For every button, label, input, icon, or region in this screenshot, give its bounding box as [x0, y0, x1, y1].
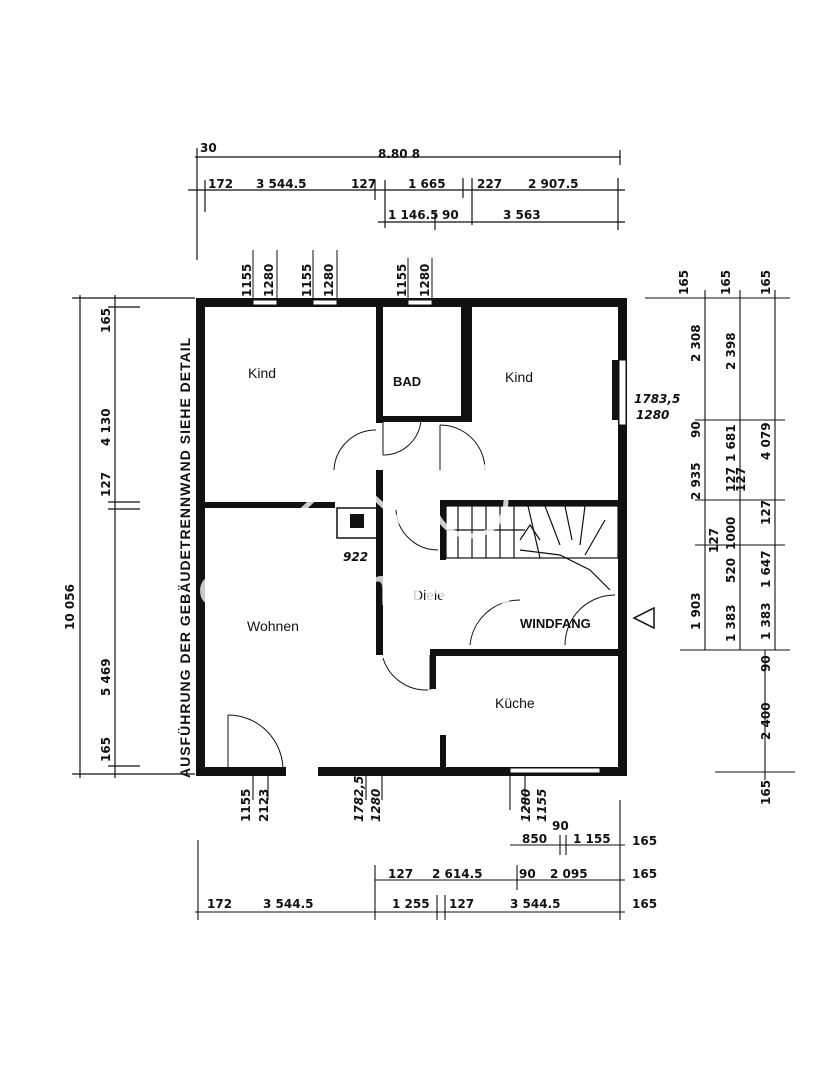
right-header-3: 165 [759, 270, 773, 295]
window-dim-3: 1155 [300, 264, 314, 297]
window-dim-1: 1155 [240, 264, 254, 297]
window-dim-2: 1280 [262, 264, 276, 297]
left-dim-3: 127 [99, 472, 113, 497]
left-dim-2: 4 130 [99, 408, 113, 446]
partition-wall-note: AUSFÜHRUNG DER GEBÄUDETRENNWAND SIEHE DE… [177, 337, 193, 778]
right-header-2: 165 [719, 270, 733, 295]
right-col1-dim-8: 90 [759, 655, 773, 672]
right-col2-dim-1: 2 398 [724, 332, 738, 370]
window-dim-6: 1280 [418, 264, 432, 297]
left-total-dim: 10 056 [63, 584, 77, 630]
right-col1-dim-7: 1 903 [689, 592, 703, 630]
interior-walls [205, 305, 625, 770]
right-col3-dim-3: 1 647 [759, 550, 773, 588]
room-bad: BAD [393, 374, 421, 389]
right-col2-dim-4: 1000 [724, 517, 738, 550]
right-col2-dim-3: 127 [724, 467, 738, 492]
bottom-r3-dim-5: 3 544.5 [510, 897, 560, 911]
top-offset-dim: 30 [200, 141, 217, 155]
sink-icon [350, 514, 364, 528]
right-col2-dim-5: 1 383 [759, 602, 773, 640]
right-window-dim-2: 1280 [636, 408, 669, 422]
right-col1-dim-10: 165 [759, 780, 773, 805]
top-dim-5: 227 [477, 177, 502, 191]
bottom-window-dim-3: 1782,5 [352, 776, 366, 822]
right-col1-dim-9: 2 400 [759, 702, 773, 740]
bottom-r2-dim-1: 127 [388, 867, 413, 881]
bottom-r3-dim-1: 172 [207, 897, 232, 911]
watermark-logo-icon [268, 461, 509, 542]
bottom-r1-dim-4: 165 [632, 834, 657, 848]
right-col3-dim-4: 127 [759, 500, 773, 525]
bottom-r3-dim-2: 3 544.5 [263, 897, 313, 911]
top-dim-4: 1 665 [408, 177, 446, 191]
left-dimension-lines [72, 295, 195, 778]
room-kind-left: Kind [248, 365, 276, 381]
watermark: ohne-makler [198, 557, 519, 617]
bottom-window-dim-2: 2123 [257, 789, 271, 822]
room-windfang: WINDFANG [520, 616, 591, 631]
bottom-window-dim-6: 1155 [535, 789, 549, 822]
kitchen-tag: 922 [343, 550, 368, 564]
top-dim-8: 90 [442, 208, 459, 222]
right-col1-dim-6: 1 383 [724, 604, 738, 642]
bottom-r2-dim-3: 90 [519, 867, 536, 881]
left-dim-1: 165 [99, 308, 113, 333]
windows [252, 299, 627, 774]
bottom-r3-dim-3: 1 255 [392, 897, 430, 911]
room-wohnen: Wohnen [247, 618, 299, 634]
top-dimension-lines [188, 148, 625, 260]
right-col1-dim-4: 127 [707, 528, 721, 553]
bottom-r1-dim-1: 850 [522, 832, 547, 846]
right-header-1: 165 [677, 270, 691, 295]
right-dimension-lines [645, 290, 795, 780]
top-total-dim: 8.80 8 [378, 147, 420, 161]
window-dim-4: 1280 [322, 264, 336, 297]
bottom-r2-dim-2: 2 614.5 [432, 867, 482, 881]
right-col1-dim-2: 90 [689, 421, 703, 438]
top-dim-6: 2 907.5 [528, 177, 578, 191]
right-col3-dim-2: 127 [734, 467, 748, 492]
bottom-r3-dim-6: 165 [632, 897, 657, 911]
right-col2-dim-2: 1 681 [724, 424, 738, 462]
top-dim-7: 1 146.5 [388, 208, 438, 222]
bottom-r2-dim-4: 2 095 [550, 867, 588, 881]
entrance-arrow-icon [632, 606, 655, 630]
top-window-ticks [252, 250, 433, 300]
bottom-window-dim-1: 1155 [239, 789, 253, 822]
top-dim-1: 172 [208, 177, 233, 191]
bottom-r1-dim-2: 90 [552, 819, 569, 833]
top-dim-3: 127 [351, 177, 376, 191]
top-dim-9: 3 563 [503, 208, 541, 222]
top-dim-2: 3 544.5 [256, 177, 306, 191]
bottom-dimension-lines [195, 776, 625, 920]
left-dim-4: 5 469 [99, 658, 113, 696]
right-window-dim-1: 1783,5 [634, 392, 680, 406]
door-swings [227, 419, 616, 771]
window-dim-5: 1155 [395, 264, 409, 297]
bottom-r1-dim-3: 1 155 [573, 832, 611, 846]
right-col1-dim-3: 2 935 [689, 462, 703, 500]
bottom-r2-dim-5: 165 [632, 867, 657, 881]
right-col1-dim-5: 520 [724, 558, 738, 583]
bottom-window-dim-4: 1280 [369, 789, 383, 822]
right-col3-dim-1: 4 079 [759, 422, 773, 460]
right-col1-dim-1: 2 308 [689, 324, 703, 362]
room-kind-right: Kind [505, 369, 533, 385]
room-diele: Diele [413, 587, 445, 603]
left-dim-5: 165 [99, 737, 113, 762]
room-kueche: Küche [495, 695, 535, 711]
bottom-r3-dim-4: 127 [449, 897, 474, 911]
bottom-window-dim-5: 1280 [519, 789, 533, 822]
kitchenette-counter [336, 507, 378, 539]
